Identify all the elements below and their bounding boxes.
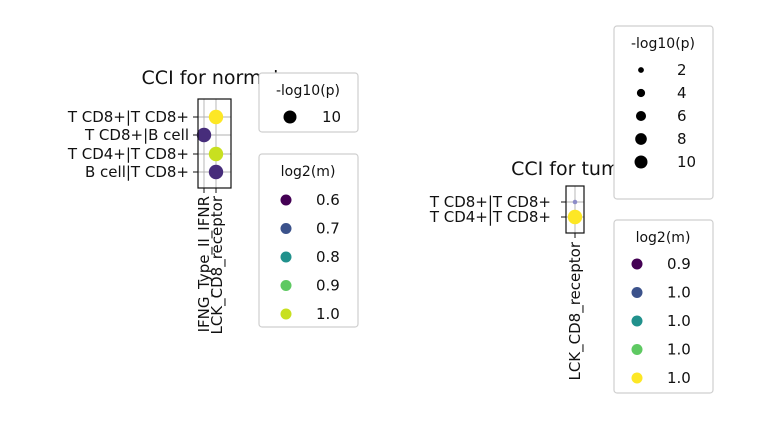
tumor-plot-frame xyxy=(565,185,585,234)
size-legend-marker xyxy=(635,110,647,122)
color-legend-label: 0.7 xyxy=(316,220,340,238)
tumor-points xyxy=(567,199,583,225)
normal-size-legend-label: 10 xyxy=(322,108,341,126)
color-legend-marker xyxy=(631,344,643,355)
data-point xyxy=(208,109,224,125)
normal-size-legend-title: -log10(p) xyxy=(276,83,340,99)
size-legend-label: 2 xyxy=(677,61,687,79)
tumor-panel: CCI for tumor T CD8+|T CD8+ T CD4+|T CD8… xyxy=(429,25,714,394)
normal-title: CCI for normal xyxy=(142,67,279,89)
color-legend-label: 0.9 xyxy=(667,255,691,273)
normal-xtick-label: LCK_CD8_receptor xyxy=(208,195,227,334)
tumor-xtick-label: LCK_CD8_receptor xyxy=(566,241,585,380)
normal-color-legend-entries: 0.6 0.7 0.8 0.9 1.0 xyxy=(280,191,340,323)
size-legend-marker xyxy=(636,88,646,98)
tumor-size-legend: -log10(p) 2 4 6 8 10 xyxy=(613,25,714,200)
color-legend-marker xyxy=(280,280,292,291)
color-legend-label: 0.9 xyxy=(316,277,340,295)
normal-ytick-label: B cell|T CD8+ xyxy=(85,163,189,181)
color-legend-label: 1.0 xyxy=(667,312,691,330)
data-point xyxy=(196,127,212,143)
tumor-color-legend-entries: 0.9 1.0 1.0 1.0 1.0 xyxy=(631,255,691,387)
color-legend-label: 1.0 xyxy=(667,284,691,302)
color-legend-marker xyxy=(280,223,292,234)
tumor-size-legend-entries: 2 4 6 8 10 xyxy=(634,61,696,171)
color-legend-marker xyxy=(631,287,643,298)
data-point xyxy=(572,199,578,205)
tumor-title: CCI for tumor xyxy=(511,158,639,180)
size-legend-marker xyxy=(638,67,644,73)
data-point xyxy=(567,209,583,225)
normal-color-legend: log2(m) 0.6 0.7 0.8 0.9 1.0 xyxy=(258,153,359,328)
size-legend-label: 6 xyxy=(677,107,687,125)
tumor-ytick-label: T CD4+|T CD8+ xyxy=(429,208,551,226)
normal-color-legend-title: log2(m) xyxy=(281,164,336,180)
data-point xyxy=(208,164,224,180)
color-legend-marker xyxy=(280,251,292,263)
tumor-ytick-label: T CD8+|T CD8+ xyxy=(429,193,551,211)
size-legend-label: 10 xyxy=(677,153,696,171)
color-legend-label: 1.0 xyxy=(667,369,691,387)
size-legend-marker xyxy=(635,133,647,145)
normal-ytick-label: T CD8+|B cell xyxy=(84,126,189,144)
size-legend-marker xyxy=(634,155,648,169)
color-legend-label: 1.0 xyxy=(316,305,340,323)
tumor-color-legend: log2(m) 0.9 1.0 1.0 1.0 1.0 xyxy=(613,219,714,394)
normal-size-legend-marker xyxy=(283,110,297,124)
normal-ytick-label: T CD4+|T CD8+ xyxy=(67,145,189,163)
normal-points xyxy=(196,109,224,180)
color-legend-marker xyxy=(631,315,643,327)
color-legend-label: 1.0 xyxy=(667,341,691,359)
color-legend-marker xyxy=(280,194,292,206)
color-legend-marker xyxy=(280,308,292,320)
normal-xtick-label: IFNG_Type_II_IFNR xyxy=(195,196,214,332)
normal-size-legend: -log10(p) 10 xyxy=(258,72,359,133)
tumor-color-legend-title: log2(m) xyxy=(636,230,691,246)
color-legend-label: 0.8 xyxy=(316,248,340,266)
color-legend-marker xyxy=(631,258,643,270)
normal-plot-frame xyxy=(197,98,232,189)
size-legend-label: 4 xyxy=(677,84,687,102)
normal-size-legend-box xyxy=(258,72,359,133)
color-legend-marker xyxy=(631,372,643,384)
tumor-size-legend-title: -log10(p) xyxy=(631,36,695,52)
size-legend-label: 8 xyxy=(677,130,687,148)
normal-panel: CCI for normal T CD8+|T CD8+ T CD8+|B ce… xyxy=(67,67,359,335)
normal-ytick-label: T CD8+|T CD8+ xyxy=(67,108,189,126)
color-legend-label: 0.6 xyxy=(316,191,340,209)
data-point xyxy=(208,146,224,162)
